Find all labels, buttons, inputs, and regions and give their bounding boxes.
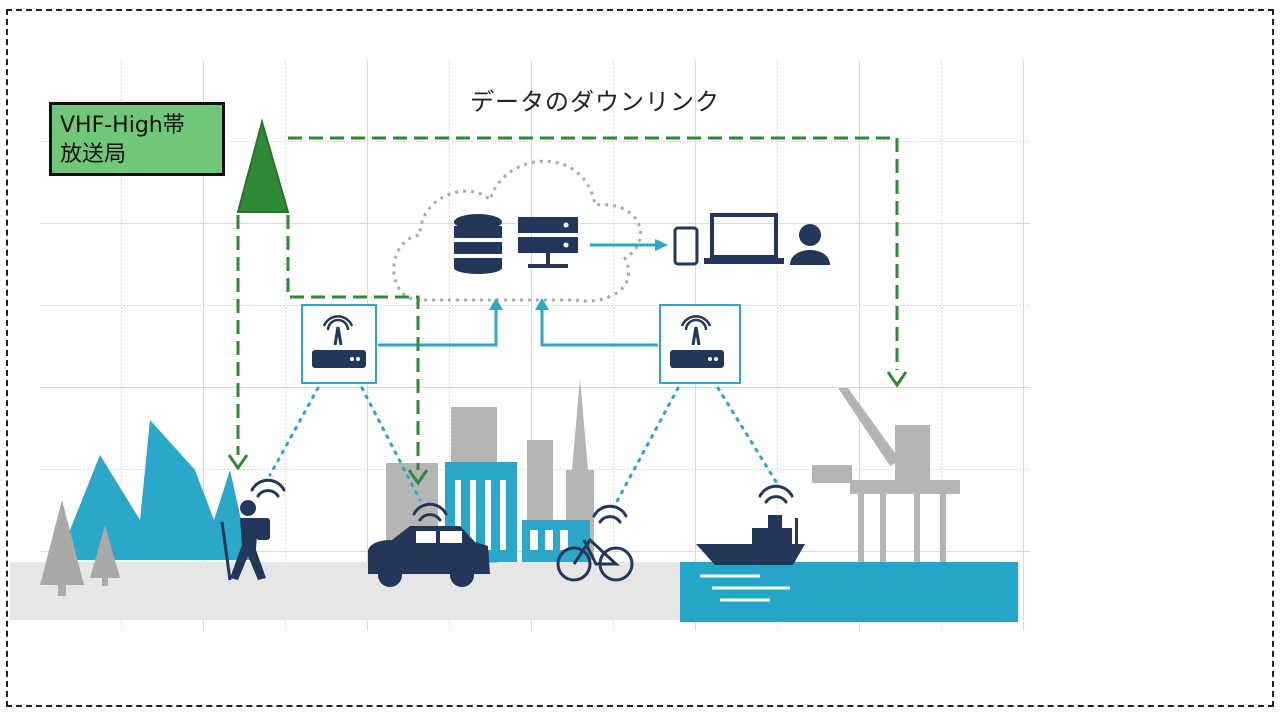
wireless-links [268, 386, 780, 507]
mountain-icon [58, 420, 250, 560]
cloud-icon [392, 159, 643, 303]
car-icon [368, 526, 490, 587]
ship-icon [696, 515, 805, 565]
hiker-icon [220, 500, 270, 581]
server-icon [518, 217, 578, 268]
tree-icon [40, 500, 120, 596]
station-label-line1: VHF-High帯 [60, 113, 185, 138]
laptop-icon [704, 213, 784, 264]
wifi-signal-icon [250, 478, 794, 524]
offshore-rig-icon [812, 388, 960, 562]
station-label-line2: 放送局 [60, 142, 127, 167]
building-windows [455, 480, 568, 550]
diagram-title: データのダウンリンク [470, 88, 720, 116]
broadcast-arrow-heads [227, 371, 908, 486]
bicycle-icon [556, 537, 634, 582]
broadcast-downlink-paths [236, 136, 899, 470]
smartphone-icon [673, 226, 699, 266]
wireless-gateway-icon [301, 304, 377, 384]
arrow-head [489, 298, 503, 310]
broadcast-station-label: VHF-High帯 放送局 [49, 102, 225, 176]
broadcast-tower-icon [236, 118, 290, 213]
database-icon [454, 214, 502, 274]
sea [680, 562, 1018, 622]
uplink-arrows [378, 308, 658, 347]
arrow-head [655, 239, 668, 251]
water-lines [700, 574, 790, 602]
wireless-gateway-icon [659, 304, 741, 384]
user-icon [790, 224, 830, 265]
outer-dashed-frame [6, 9, 1274, 707]
arrow-head [535, 298, 549, 310]
